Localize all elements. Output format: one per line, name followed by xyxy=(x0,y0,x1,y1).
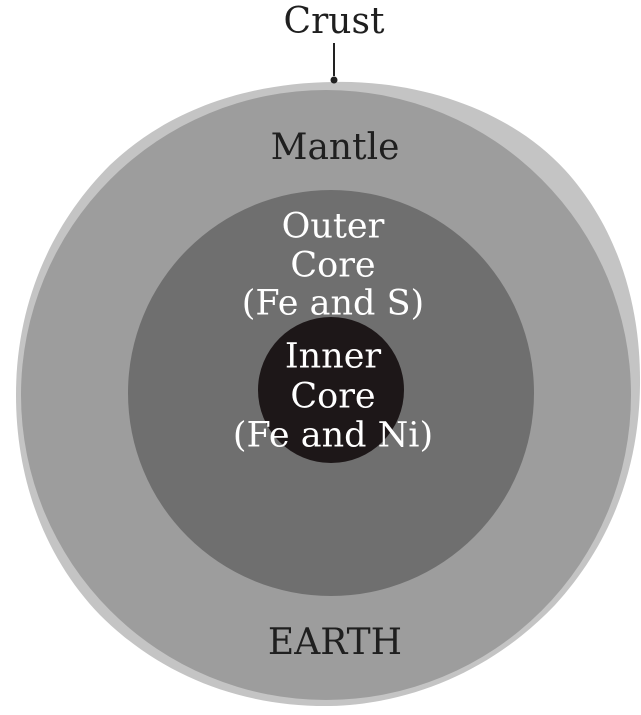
crust-label: Crust xyxy=(284,1,385,42)
outer-core-label-line-3: (Fe and S) xyxy=(242,284,424,324)
inner-core-label-line-2: Core xyxy=(290,377,375,417)
inner-core-layer xyxy=(258,317,404,463)
outer-core-label-line-2: Core xyxy=(290,246,375,286)
crust-pointer-dot xyxy=(330,76,338,84)
mantle-label: Mantle xyxy=(271,127,400,168)
inner-core-label-line-1: Inner xyxy=(285,337,382,377)
inner-core-label-line-3: (Fe and Ni) xyxy=(233,416,433,456)
earth-label: EARTH xyxy=(268,622,402,663)
outer-core-label-line-1: Outer xyxy=(282,207,385,247)
